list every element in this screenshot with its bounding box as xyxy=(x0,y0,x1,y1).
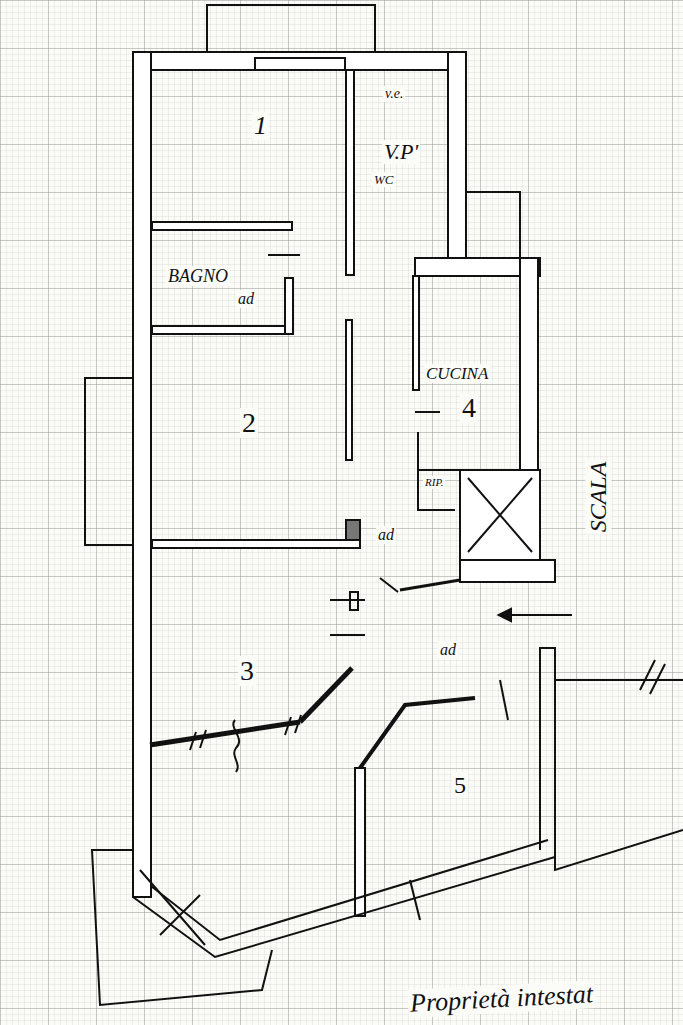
plan-label: Proprietà intestat xyxy=(407,980,595,1018)
wall xyxy=(150,722,300,745)
plan-label: SCALA xyxy=(585,460,611,535)
plan-label: BAGNO xyxy=(166,266,230,286)
balcony xyxy=(207,5,375,52)
wall xyxy=(413,276,419,390)
wall xyxy=(355,768,365,916)
window xyxy=(255,58,345,70)
plan-label: ad xyxy=(438,641,458,659)
plan-label: 1 xyxy=(252,112,269,140)
squiggle xyxy=(233,720,239,772)
plan-label: v.e. xyxy=(383,86,405,102)
wall xyxy=(285,278,293,334)
wall xyxy=(400,580,460,590)
wall xyxy=(151,840,548,940)
wall xyxy=(346,70,354,275)
wall xyxy=(520,258,538,473)
break-mark xyxy=(190,730,206,750)
door-mark xyxy=(380,578,398,592)
door-mark xyxy=(410,880,420,920)
plan-label: ad xyxy=(376,526,396,544)
wall xyxy=(133,857,555,957)
wall xyxy=(152,540,360,548)
plan-label: CUCINA xyxy=(424,364,490,383)
wall xyxy=(152,222,292,230)
break-mark xyxy=(640,660,665,694)
room-number: 2 xyxy=(240,408,258,438)
plan-label: RIP. xyxy=(423,476,445,489)
plan-line xyxy=(133,52,555,916)
wall xyxy=(133,52,466,70)
wall xyxy=(152,326,292,334)
door-mark xyxy=(330,599,365,601)
balcony-hatch xyxy=(140,870,205,945)
balcony xyxy=(85,378,133,545)
plan-label: ad xyxy=(236,290,256,308)
wall xyxy=(555,680,683,870)
wall xyxy=(300,668,352,722)
balcony xyxy=(92,850,272,1005)
room-number: 4 xyxy=(460,393,478,423)
wall xyxy=(346,320,352,460)
pillar xyxy=(346,520,360,540)
stair-cross xyxy=(468,478,532,552)
plan-line xyxy=(85,5,683,1005)
stair-cross xyxy=(468,478,532,552)
room-number: 5 xyxy=(452,772,468,798)
plan-label: WC xyxy=(372,172,396,187)
wall xyxy=(460,560,555,582)
stair-well xyxy=(460,470,540,560)
door-mark xyxy=(330,634,365,636)
pillar xyxy=(350,592,358,610)
wall xyxy=(448,52,466,272)
balcony xyxy=(466,192,520,258)
wall xyxy=(133,52,151,897)
plan-label: V.P' xyxy=(382,140,420,164)
door-mark xyxy=(415,411,440,413)
wall xyxy=(540,648,683,850)
room-number: 3 xyxy=(238,656,256,686)
entry-arrow xyxy=(498,614,572,616)
wall xyxy=(418,469,460,471)
door-mark xyxy=(268,254,300,256)
break-mark xyxy=(285,715,301,735)
door-mark xyxy=(500,680,508,720)
wall xyxy=(360,698,475,768)
